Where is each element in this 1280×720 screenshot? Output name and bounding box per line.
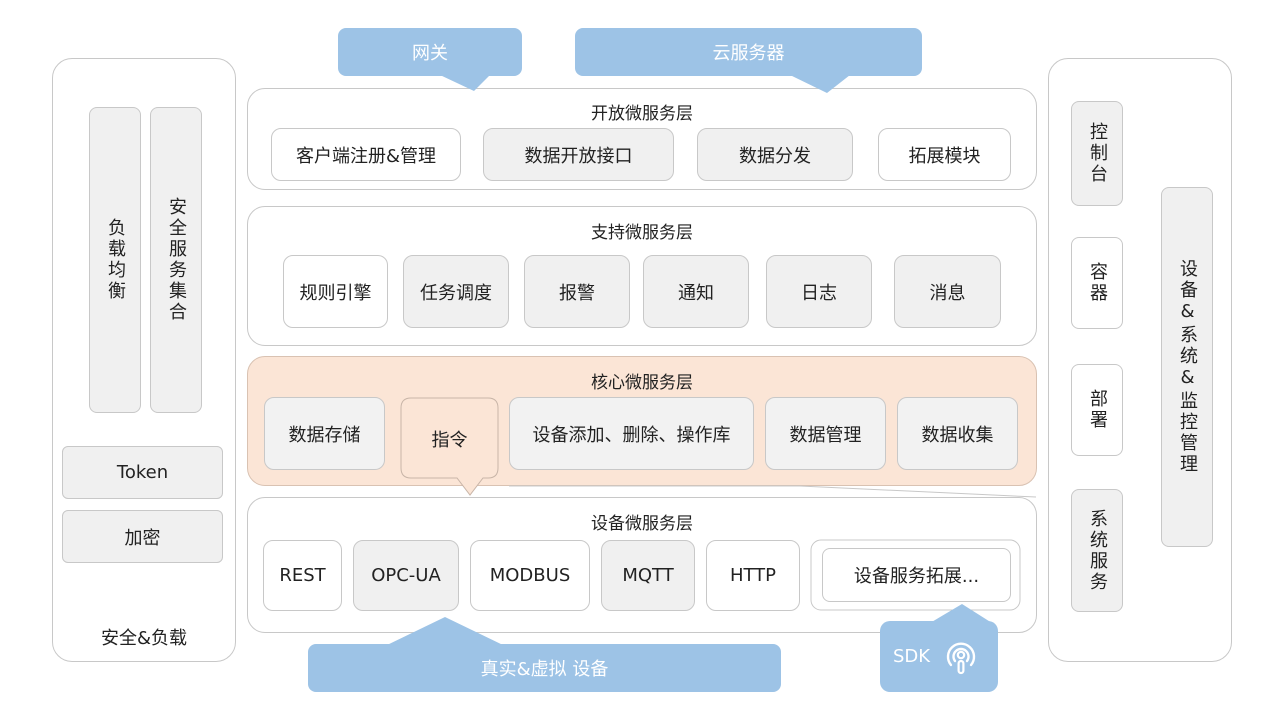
alarm-label: 报警 (559, 282, 595, 304)
open-layer-title: 开放微服务层 (591, 104, 693, 124)
rule-engine-box: 规则引擎 (283, 255, 388, 328)
device-monitor-label: 设备&系统&监控管理 (1177, 259, 1198, 475)
support-layer-title: 支持微服务层 (591, 223, 693, 243)
cloud-server-callout: 云服务器 (575, 28, 922, 76)
security-services-label: 安全服务集合 (166, 197, 187, 323)
rest-box: REST (263, 540, 342, 611)
encryption-box: 加密 (62, 510, 223, 563)
device-ops-label: 设备添加、删除、操作库 (532, 424, 731, 446)
mqtt-box: MQTT (601, 540, 695, 611)
rule-engine-label: 规则引擎 (299, 282, 372, 304)
device-monitor-box: 设备&系统&监控管理 (1161, 187, 1213, 547)
data-storage-label: 数据存储 (288, 424, 361, 446)
client-registration-box: 客户端注册&管理 (271, 128, 461, 181)
gateway-callout: 网关 (338, 28, 522, 76)
sdk-label: SDK (893, 646, 931, 667)
security-services-box: 安全服务集合 (150, 107, 202, 413)
data-distribution-label: 数据分发 (739, 145, 811, 167)
data-open-interface-label: 数据开放接口 (524, 145, 633, 167)
core-layer-title: 核心微服务层 (591, 373, 693, 393)
security-load-footer: 安全&负载 (100, 628, 188, 649)
device-service-extension-box: 设备服务拓展... (822, 548, 1011, 602)
log-box: 日志 (766, 255, 872, 328)
gateway-label: 网关 (412, 43, 448, 64)
token-box: Token (62, 446, 223, 499)
load-balance-box: 负载均衡 (89, 107, 141, 413)
client-registration-label: 客户端注册&管理 (295, 145, 437, 167)
command-box: 设备添加、删除、操作库 (509, 397, 754, 470)
device-service-extension-label: 设备服务拓展... (853, 566, 980, 587)
token-label: Token (116, 462, 169, 483)
task-scheduling-box: 任务调度 (403, 255, 509, 328)
load-balance-label: 负载均衡 (105, 218, 126, 302)
data-management-label: 数据管理 (789, 424, 862, 446)
data-collection-label: 数据收集 (921, 424, 994, 446)
console-label: 控制台 (1087, 122, 1108, 185)
data-distribution-box: 数据分发 (697, 128, 853, 181)
command-label: 指令 (431, 430, 468, 451)
extension-module-box: 拓展模块 (878, 128, 1011, 181)
data-management-box: 数据管理 (765, 397, 886, 470)
notification-box: 通知 (643, 255, 749, 328)
data-open-interface-box: 数据开放接口 (483, 128, 674, 181)
message-box: 消息 (894, 255, 1001, 328)
http-box: HTTP (706, 540, 800, 611)
modbus-label: MODBUS (489, 565, 571, 586)
container-label: 容器 (1087, 262, 1108, 304)
deploy-label: 部署 (1087, 389, 1108, 431)
task-scheduling-label: 任务调度 (420, 282, 492, 304)
notification-label: 通知 (678, 282, 714, 304)
log-label: 日志 (801, 282, 837, 304)
data-storage-box: 数据存储 (264, 397, 385, 470)
mqtt-label: MQTT (622, 565, 674, 586)
message-label: 消息 (929, 282, 966, 304)
extension-module-label: 拓展模块 (908, 145, 981, 167)
rest-label: REST (279, 565, 326, 586)
opc-ua-box: OPC-UA (353, 540, 459, 611)
container-box: 容器 (1071, 237, 1123, 329)
devices-label: 真实&虚拟 设备 (480, 659, 609, 680)
sdk-podcast-icon (946, 642, 976, 675)
sdk-callout: SDK (880, 621, 998, 692)
security-load-panel (52, 58, 236, 662)
devices-callout: 真实&虚拟 设备 (308, 644, 781, 692)
encryption-label: 加密 (124, 527, 161, 549)
opc-ua-label: OPC-UA (371, 565, 441, 586)
cloud-server-label: 云服务器 (712, 43, 785, 64)
system-service-label: 系统服务 (1087, 508, 1108, 593)
data-collection-box: 数据收集 (897, 397, 1018, 470)
device-layer-title: 设备微服务层 (591, 514, 693, 534)
modbus-box: MODBUS (470, 540, 590, 611)
console-box: 控制台 (1071, 101, 1123, 206)
deploy-box: 部署 (1071, 364, 1123, 456)
system-service-box: 系统服务 (1071, 489, 1123, 612)
core-device-connector (509, 485, 1037, 498)
alarm-box: 报警 (524, 255, 630, 328)
http-label: HTTP (729, 565, 777, 586)
